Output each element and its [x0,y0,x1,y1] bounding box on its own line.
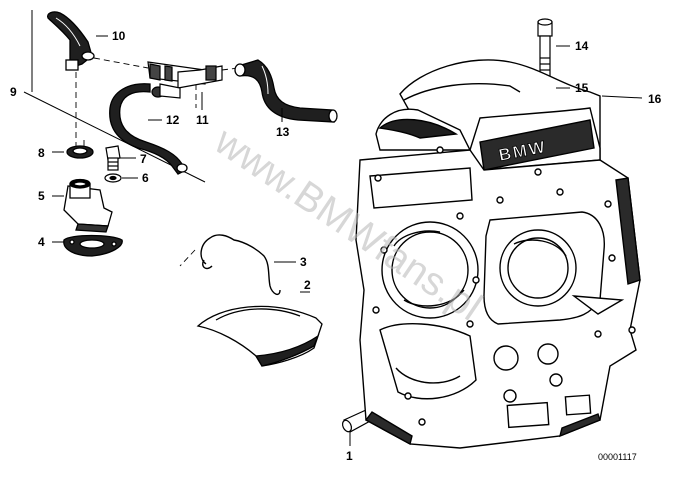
hose-long-right [234,59,338,123]
callout-3: 3 [300,255,307,269]
flange-gasket [63,234,123,257]
leader-lines [52,35,643,446]
sealing-ring [66,145,94,159]
callout-2: 2 [304,278,311,292]
cover-plate [196,305,323,367]
cap-screw [537,18,553,81]
breather-elbow-hose [46,11,95,71]
callout-8: 8 [38,146,45,160]
washer-small [104,173,122,183]
callout-14: 14 [575,39,589,53]
callout-10: 10 [112,29,126,43]
callout-7: 7 [140,152,147,166]
callout-5: 5 [38,189,45,203]
engine-crankcase: BMW [355,59,641,449]
callout-4: 4 [38,235,45,249]
hose-s-shaped [109,83,188,175]
banjo-bolt [105,145,121,171]
breather-flange [63,178,113,233]
callout-13: 13 [276,125,290,139]
callout-16: 16 [648,92,662,106]
callout-15: 15 [575,81,589,95]
callout-1: 1 [346,449,353,463]
drawing-number: 00001117 [598,452,637,462]
callout-6: 6 [142,171,149,185]
callout-12: 12 [166,113,180,127]
callout-9: 9 [10,85,17,99]
t-connector [147,61,223,99]
wire-spring-clip [200,234,281,296]
callout-11: 11 [196,113,209,127]
